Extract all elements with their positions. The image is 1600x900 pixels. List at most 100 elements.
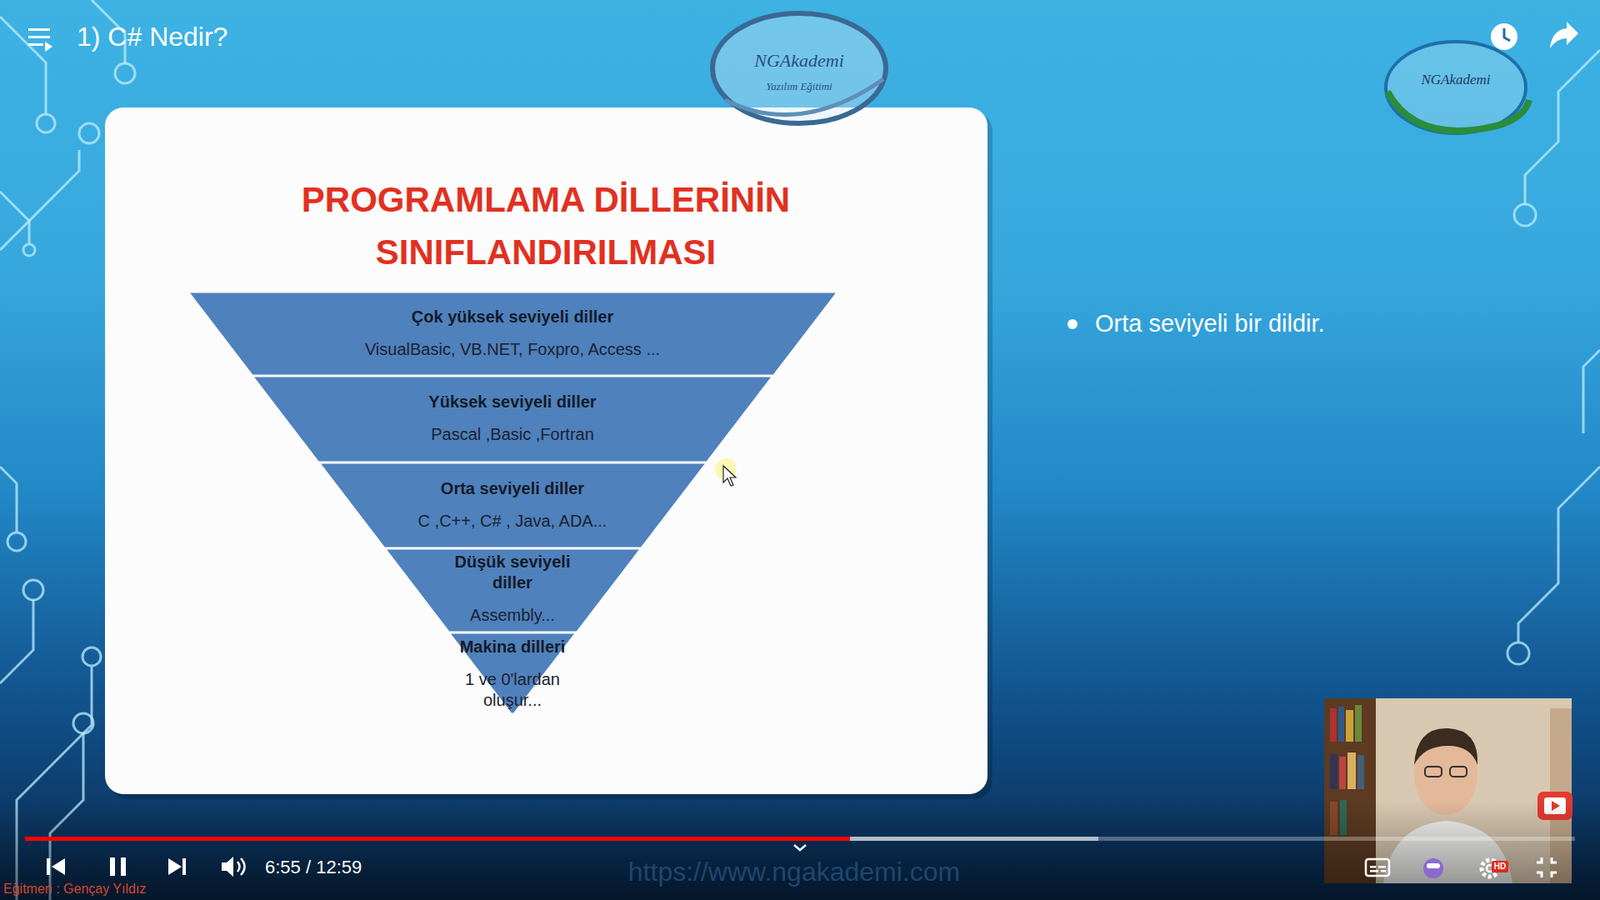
webcam-frame-part <box>1355 705 1362 742</box>
language-level-band: Orta seviyeli diller C ,C++, C# , Java, A… <box>320 462 706 549</box>
language-level-band: Düşük seviyeli dillerAssembly... <box>385 548 640 633</box>
playlist-icon-part <box>28 43 44 46</box>
circuit-traces-part <box>1507 642 1530 665</box>
player-icons-part <box>1378 865 1386 869</box>
player-icons-part <box>168 858 182 875</box>
controls-shade-part <box>0 800 1600 900</box>
band-examples: Pascal ,Basic ,Fortran <box>430 424 595 445</box>
player-icons-part <box>240 858 245 875</box>
circuit-traces-part <box>82 647 101 666</box>
progress-bar-part <box>25 836 1099 841</box>
band-heading: Düşük seviyeli diller <box>441 551 584 594</box>
band-fill <box>320 464 705 548</box>
player-icons-part <box>1370 865 1376 869</box>
band-examples: 1 ve 0'lardan oluşur... <box>450 669 575 711</box>
band-heading: Orta seviyeli diller <box>440 478 585 500</box>
band-content: Orta seviyeli diller C ,C++, C# , Java, A… <box>320 462 706 532</box>
band-fill <box>254 377 771 462</box>
center-logo <box>712 13 886 124</box>
logo-text: NGAkademi <box>754 50 845 71</box>
band-examples: C ,C++, C# , Java, ADA... <box>418 510 608 532</box>
webcam-frame-part <box>1414 728 1478 765</box>
instructor-credit-box: Eğitmen : Gençay Yıldız <box>3 881 146 897</box>
player-icons-part <box>46 858 50 875</box>
circuit-traces-part <box>0 466 17 532</box>
player-icons-part <box>120 857 126 876</box>
webcam-frame-part <box>1357 755 1365 790</box>
player-icons-part <box>1370 870 1379 873</box>
player-icons-part <box>794 845 806 850</box>
player-icons-part <box>1536 857 1557 878</box>
band-fill <box>386 550 640 632</box>
clock-icon-part <box>1490 23 1518 50</box>
band-content: Yüksek seviyeli dillerPascal ,Basic ,For… <box>253 375 772 445</box>
band-shape <box>320 462 706 549</box>
webcam-frame-part <box>1330 754 1338 790</box>
clock-icon <box>1490 23 1518 50</box>
circuit-traces-part <box>7 532 26 551</box>
player-icons-part <box>1380 870 1386 873</box>
band-examples: VisualBasic, VB.NET, Foxpro, Access ... <box>365 339 660 360</box>
logo-subtext-box: Yazılım Eğitimi <box>765 78 832 94</box>
band-content: Makina dilleri 1 ve 0'lardan oluşur... <box>441 632 584 711</box>
logo-text-box: NGAkademi <box>1420 71 1490 89</box>
player-icons-part <box>221 856 234 877</box>
language-level-band: Makina dilleri 1 ve 0'lardan oluşur... <box>441 632 584 715</box>
bullet-text: Orta seviyeli bir dildir. <box>1095 310 1325 338</box>
playlist-icon-part <box>28 35 50 39</box>
band-fill <box>190 293 836 375</box>
center-logo-part <box>712 13 886 124</box>
playlist-icon-part <box>28 28 50 31</box>
hd-badge: HD <box>1491 860 1509 873</box>
circuit-traces-part <box>23 244 35 256</box>
corner-logo-part <box>1385 41 1526 134</box>
player-icons-part <box>1423 858 1444 879</box>
webcam-frame-part <box>1339 756 1346 790</box>
circuit-traces-part <box>1514 204 1536 226</box>
bullet-dot <box>1067 319 1078 330</box>
circuit-traces-part <box>0 150 80 250</box>
webcam-frame-part <box>1338 706 1345 742</box>
language-level-band: Yüksek seviyeli dillerPascal ,Basic ,For… <box>253 375 772 463</box>
mouse-cursor <box>715 458 737 486</box>
language-level-band: Çok yüksek seviyeli dillerVisualBasic, V… <box>189 291 837 376</box>
player-icons-part <box>110 857 115 876</box>
slide-panel <box>105 107 993 800</box>
corner-logo-part <box>1387 91 1530 131</box>
circuit-traces-part <box>0 600 34 684</box>
band-shape <box>189 291 837 376</box>
logo-text-box: NGAkademi <box>754 50 845 71</box>
webcam-frame-part <box>1450 766 1467 777</box>
player-icons-part <box>182 858 186 875</box>
webcam-frame-part <box>1347 752 1356 790</box>
circuit-traces-part <box>36 114 55 133</box>
slide-title-box: PROGRAMLAMA DİLLERİNİN SINIFLANDIRILMASI <box>229 173 863 279</box>
circuit-traces-part <box>1518 466 1600 642</box>
circuit-traces-part <box>1583 350 1600 434</box>
webcam-frame-part <box>1345 710 1354 742</box>
center-logo-part <box>725 79 884 115</box>
video-title: 1) C# Nedir? <box>76 21 228 53</box>
webcam-frame-part <box>1330 708 1337 742</box>
slide-title: PROGRAMLAMA DİLLERİNİN SINIFLANDIRILMASI <box>229 173 863 279</box>
playlist-icon <box>28 28 53 52</box>
bullet-text-box: Orta seviyeli bir dildir. <box>1095 310 1325 338</box>
band-heading: Yüksek seviyeli diller <box>428 391 596 413</box>
band-heading: Makina dilleri <box>460 636 566 658</box>
corner-logo <box>1385 41 1530 134</box>
player-icons-part <box>237 861 240 872</box>
time-display: 6:55 / 12:59 <box>265 856 362 878</box>
instructor-credit: Eğitmen : Gençay Yıldız <box>3 881 146 897</box>
circuit-traces-part <box>0 16 46 114</box>
circuit-traces-part <box>73 713 94 734</box>
circuit-traces-part <box>79 123 100 144</box>
band-heading: Çok yüksek seviyeli diller <box>411 306 614 328</box>
webcam-frame-part <box>1425 766 1442 777</box>
player-icons-part <box>1365 859 1390 876</box>
slide-panel-part <box>105 107 988 795</box>
logo-text: NGAkademi <box>1420 71 1490 89</box>
circuit-traces-part <box>115 63 135 84</box>
share-icon-part <box>1550 21 1579 49</box>
